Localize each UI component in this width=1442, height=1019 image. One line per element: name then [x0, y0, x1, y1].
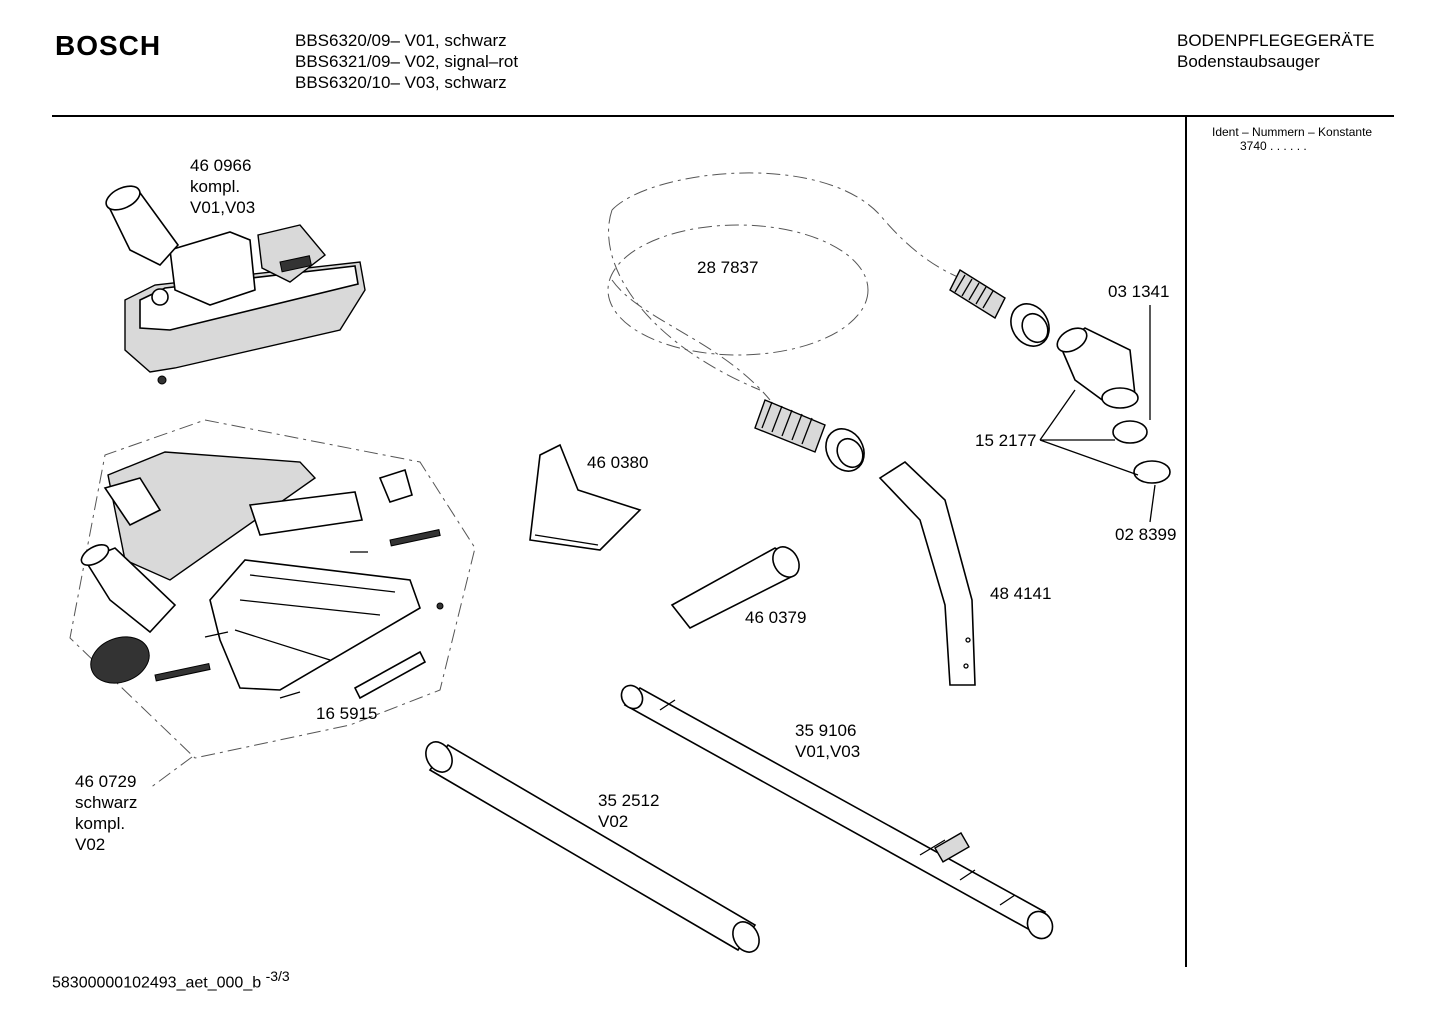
part-note: schwarz — [75, 793, 138, 812]
part-note: kompl. — [190, 177, 241, 196]
category-block: BODENPFLEGEGERÄTE Bodenstaubsauger — [1177, 30, 1374, 72]
part-label-352512: 35 2512 V02 — [598, 790, 659, 832]
ring-one — [1112, 420, 1148, 444]
hose-drawing — [607, 172, 1050, 472]
handle-drawing — [878, 460, 976, 686]
part-label-031341: 03 1341 — [1108, 282, 1170, 301]
part-label-028399: 02 8399 — [1115, 525, 1177, 544]
part-label-460379: 46 0379 — [745, 608, 807, 627]
part-label-359106: 35 9106 V01,V03 — [795, 720, 860, 762]
part-number: 46 0729 — [75, 772, 137, 791]
model-list: BBS6320/09– V01, schwarz BBS6321/09– V02… — [295, 30, 518, 93]
document-id: 58300000102493_aet_000_b — [52, 974, 262, 992]
part-label-165915: 16 5915 — [316, 704, 378, 723]
ring-two — [1133, 460, 1171, 484]
straight-tube-drawing — [425, 741, 760, 953]
category-title: BODENPFLEGEGERÄTE — [1177, 31, 1375, 50]
part-label-460380: 46 0380 — [587, 453, 649, 472]
part-number: 46 0966 — [190, 156, 252, 175]
model-line: BBS6320/09– V01, schwarz — [295, 31, 507, 50]
brand-logo: BOSCH — [55, 30, 162, 61]
part-label-460729: 46 0729 schwarz kompl. V02 — [75, 771, 137, 855]
ident-label: Ident – Nummern – Konstante — [1212, 125, 1373, 139]
exploded-nozzle-drawing — [80, 451, 444, 700]
model-line: BBS6320/10– V03, schwarz — [295, 73, 507, 92]
floor-nozzle-drawing — [105, 185, 366, 385]
part-number: 35 9106 — [795, 721, 857, 740]
part-note: kompl. — [75, 814, 126, 833]
part-variant: V02 — [75, 835, 106, 854]
document-footer: 58300000102493_aet_000_b -3/3 — [52, 968, 290, 992]
upholstery-nozzle-drawing — [529, 443, 642, 551]
leader-line — [149, 756, 193, 789]
part-label-152177: 15 2177 — [975, 431, 1037, 450]
part-number: 35 2512 — [598, 791, 660, 810]
crevice-tool-drawing — [670, 546, 800, 630]
ident-value: 3740 . . . . . . — [1240, 139, 1307, 153]
page-number: 3/3 — [270, 968, 290, 984]
part-label-287837: 28 7837 — [697, 258, 759, 277]
part-label-484141: 48 4141 — [990, 584, 1052, 603]
part-variant: V01,V03 — [190, 198, 256, 217]
elbow-fittings-drawing — [1039, 305, 1171, 523]
side-divider — [1185, 117, 1187, 967]
part-variant: V02 — [598, 812, 629, 831]
header-divider — [52, 115, 1394, 117]
model-line: BBS6321/09– V02, signal–rot — [295, 52, 519, 71]
telescopic-tube-drawing — [620, 684, 1054, 940]
part-variant: V01,V03 — [795, 742, 861, 761]
category-subtitle: Bodenstaubsauger — [1177, 52, 1320, 71]
part-label-460966: 46 0966 kompl. V01,V03 — [190, 155, 255, 218]
assembly-outline — [69, 419, 476, 759]
